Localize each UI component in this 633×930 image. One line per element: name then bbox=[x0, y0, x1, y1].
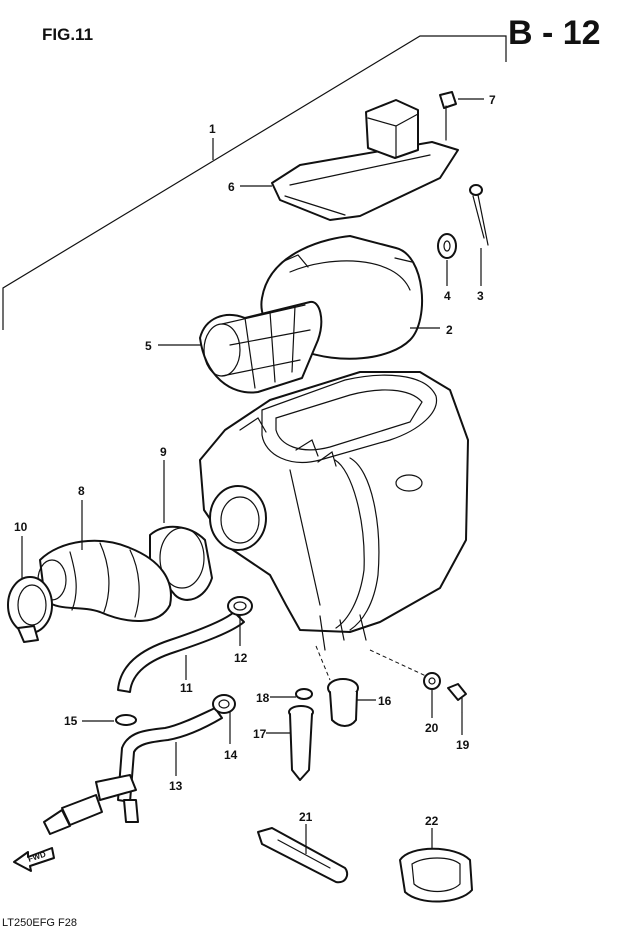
callout-18: 18 bbox=[256, 691, 270, 705]
hose-clip-part-14 bbox=[212, 694, 236, 744]
callout-5: 5 bbox=[145, 339, 152, 353]
callout-22: 22 bbox=[425, 814, 439, 828]
bolt-part bbox=[447, 683, 467, 735]
callout-4: 4 bbox=[444, 289, 451, 303]
callout-16: 16 bbox=[378, 694, 392, 708]
drain-plug-part bbox=[266, 705, 314, 781]
cover-part bbox=[240, 99, 459, 221]
callout-10: 10 bbox=[14, 520, 28, 534]
forward-direction-arrow: FWD bbox=[13, 847, 55, 872]
callout-2: 2 bbox=[446, 323, 453, 337]
callout-11: 11 bbox=[180, 681, 193, 695]
screw-part bbox=[439, 91, 484, 141]
callout-17: 17 bbox=[253, 727, 267, 741]
clamp-part-10 bbox=[7, 536, 53, 643]
assembly-bracket bbox=[2, 35, 507, 330]
callout-12: 12 bbox=[234, 651, 248, 665]
callout-14: 14 bbox=[224, 748, 238, 762]
callout-21: 21 bbox=[299, 810, 313, 824]
page-code: B - 12 bbox=[508, 14, 601, 52]
callout-20: 20 bbox=[425, 721, 439, 735]
callout-6: 6 bbox=[228, 180, 235, 194]
hose-clip-part-15 bbox=[82, 714, 137, 726]
callout-15: 15 bbox=[64, 714, 78, 728]
callout-8: 8 bbox=[78, 484, 85, 498]
figure-title: FIG.11 bbox=[42, 25, 93, 44]
washer-part-20 bbox=[369, 649, 441, 718]
hose-clip-part-12 bbox=[227, 596, 253, 646]
washer-part-4 bbox=[437, 233, 457, 286]
band-part bbox=[257, 824, 349, 884]
outlet-tube-part bbox=[37, 500, 172, 622]
callout-1: 1 bbox=[209, 122, 216, 136]
clip-part-18 bbox=[270, 688, 313, 700]
clamp-part-22 bbox=[399, 828, 473, 903]
callout-13: 13 bbox=[169, 779, 183, 793]
grommet-part bbox=[315, 645, 376, 727]
callout-3: 3 bbox=[477, 289, 484, 303]
callout-9: 9 bbox=[160, 445, 167, 459]
air-cleaner-box bbox=[199, 371, 469, 651]
element-frame-part bbox=[158, 300, 323, 394]
breather-hose-part bbox=[117, 611, 245, 693]
drain-hose-part bbox=[43, 707, 223, 835]
callout-7: 7 bbox=[489, 93, 496, 107]
callout-19: 19 bbox=[456, 738, 470, 752]
retaining-pin-part bbox=[469, 184, 489, 286]
footer-code: LT250EFG F28 bbox=[2, 917, 77, 929]
